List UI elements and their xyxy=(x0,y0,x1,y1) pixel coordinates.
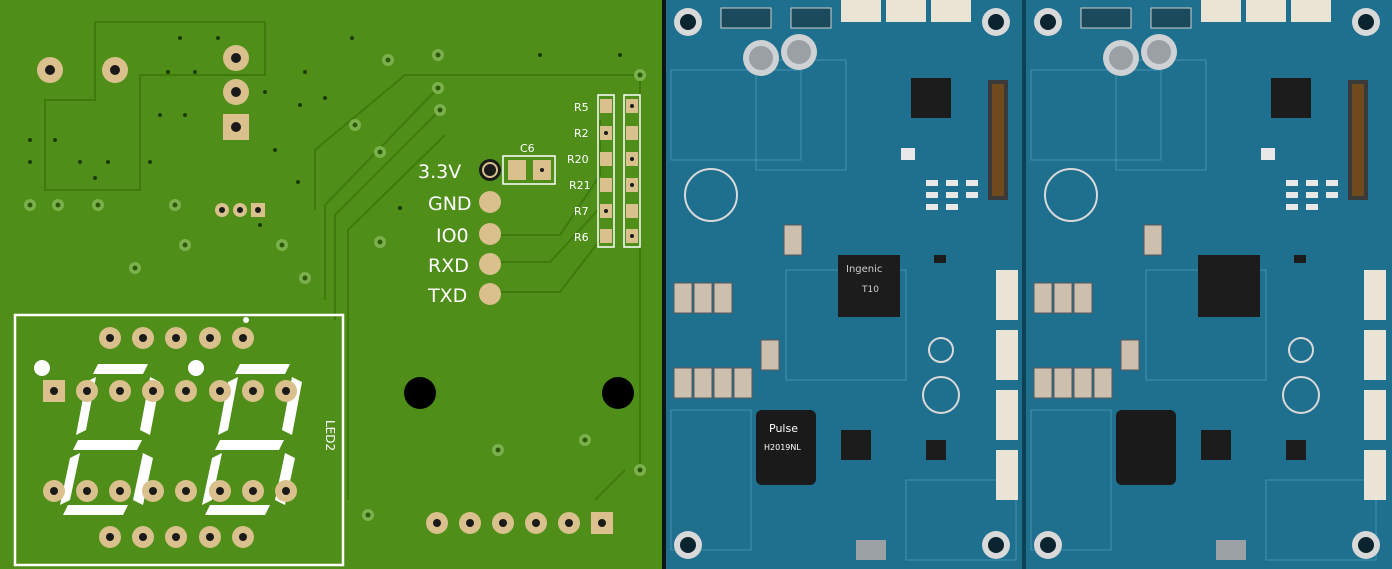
capacitor-c6: C6 xyxy=(502,142,556,185)
board-left: Ingenic T10 Pulse H2019NL xyxy=(666,0,1022,569)
led-display-footprint: LED2 xyxy=(13,313,345,567)
tiny-drill-dots xyxy=(28,36,622,227)
top-left-pads xyxy=(37,45,265,217)
magjack xyxy=(756,410,816,485)
soc-chip xyxy=(838,255,900,317)
soc-brand-text: Ingenic xyxy=(846,264,882,275)
seven-seg-digit-2 xyxy=(202,364,302,515)
bottom-header xyxy=(426,512,613,534)
label-led2: LED2 xyxy=(323,420,337,451)
dp-dot-2 xyxy=(188,360,204,376)
label-r20: R20 xyxy=(567,153,589,166)
image-divider xyxy=(662,0,666,569)
label-r7: R7 xyxy=(574,205,589,218)
vias xyxy=(24,49,646,521)
seven-seg-digit-1 xyxy=(60,364,160,515)
label-r2: R2 xyxy=(574,127,589,140)
pcb-photo: Ingenic T10 Pulse H2019NL xyxy=(666,0,1392,569)
resistor-array: R5 R2 R20 R21 R7 R6 xyxy=(567,94,641,248)
label-r21: R21 xyxy=(569,179,591,192)
label-txd: TXD xyxy=(427,285,467,307)
label-r5: R5 xyxy=(574,101,589,114)
pcb-layout-render: 3.3V GND IO0 RXD TXD C6 xyxy=(0,0,662,569)
panel-split xyxy=(1022,0,1026,569)
label-io0: IO0 xyxy=(436,225,469,247)
board-background xyxy=(0,0,662,569)
board-right xyxy=(1026,0,1392,569)
label-3v3: 3.3V xyxy=(418,161,461,183)
label-r6: R6 xyxy=(574,231,589,244)
magjack-brand-text: Pulse xyxy=(769,422,798,435)
label-gnd: GND xyxy=(428,193,472,215)
label-rxd: RXD xyxy=(428,255,469,277)
soc-model-text: T10 xyxy=(861,285,879,295)
magjack-model-text: H2019NL xyxy=(764,443,801,452)
mounting-hole-right xyxy=(602,377,634,409)
copper-traces xyxy=(44,21,641,501)
dp-dot-1 xyxy=(34,360,50,376)
uart-header: 3.3V GND IO0 RXD TXD xyxy=(418,159,501,307)
mounting-hole-left xyxy=(404,377,436,409)
label-c6: C6 xyxy=(520,142,535,155)
